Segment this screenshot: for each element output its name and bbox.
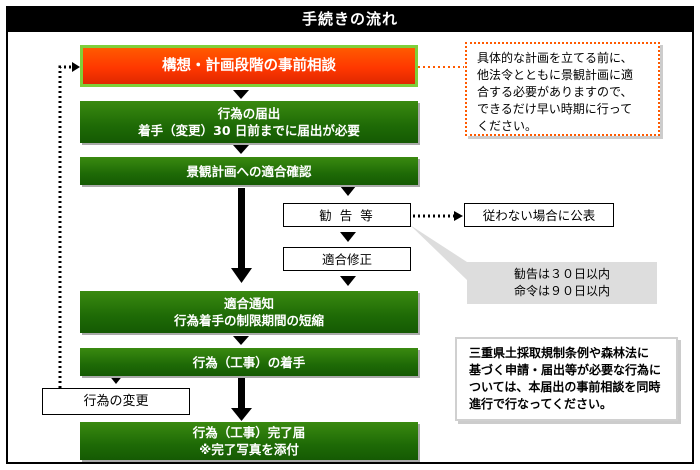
note-line: ください。 (477, 119, 538, 133)
step-complete-line2: ※完了写真を添付 (199, 442, 299, 457)
step-conform: 適合通知 行為着手の制限期間の短縮 (80, 291, 418, 333)
step-fix: 適合修正 (283, 247, 411, 271)
deadline-note: 勧告は３０日以内 命令は９０日以内 (467, 262, 657, 304)
step-complete-line1: 行為（工事）完了届 (192, 425, 306, 440)
note-line: 合する必要がありますので、 (477, 85, 633, 99)
step-start-label: 行為（工事）の着手 (192, 354, 306, 370)
step-notify-line2: 着手（変更）30 日前までに届出が必要 (138, 123, 360, 138)
note-line: 進行で行なってください。 (469, 397, 613, 411)
parallel-procedure-note: 三重県土採取規制条例や森林法に 基づく申請・届出等が必要な行為に ついては、本届… (455, 337, 678, 421)
diagram-title: 手続きの流れ (6, 6, 694, 32)
step-publish: 従わない場合に公表 (464, 203, 614, 227)
step-complete: 行為（工事）完了届 ※完了写真を添付 (80, 422, 418, 460)
deadline-note-line: 命令は９０日以内 (513, 284, 610, 298)
note-line: できるだけ早い時期に行って (477, 102, 633, 116)
step-notify-line1: 行為の届出 (217, 106, 281, 121)
note-line: ついては、本届出の事前相談を同時 (469, 380, 661, 394)
step-advice: 勧 告 等 (283, 203, 411, 227)
note-line: 基づく申請・届出等が必要な行為に (469, 363, 662, 377)
note-line: 他法令とともに景観計画に適 (477, 68, 634, 82)
step-conform-line2: 行為着手の制限期間の短縮 (173, 313, 324, 328)
step-start: 行為（工事）の着手 (80, 348, 418, 376)
step-change-label: 行為の変更 (83, 394, 149, 409)
step-conform-line1: 適合通知 (223, 296, 274, 311)
step-publish-label: 従わない場合に公表 (482, 207, 596, 223)
deadline-note-line: 勧告は３０日以内 (513, 267, 610, 281)
advance-consult-note: 具体的な計画を立てる前に、 他法令とともに景観計画に適 合する必要がありますので… (465, 42, 660, 136)
step-fix-label: 適合修正 (321, 251, 372, 267)
step-confirm-label: 景観計画への適合確認 (186, 163, 312, 179)
step-change: 行為の変更 (42, 388, 190, 415)
step-consult: 構想・計画段階の事前相談 (80, 45, 418, 87)
step-consult-label: 構想・計画段階の事前相談 (162, 57, 336, 74)
step-notify: 行為の届出 着手（変更）30 日前までに届出が必要 (80, 101, 418, 143)
step-advice-label: 勧 告 等 (319, 207, 375, 223)
note-line: 具体的な計画を立てる前に、 (477, 51, 633, 65)
step-confirm: 景観計画への適合確認 (80, 157, 418, 185)
note-line: 三重県土採取規制条例や森林法に (469, 346, 650, 360)
